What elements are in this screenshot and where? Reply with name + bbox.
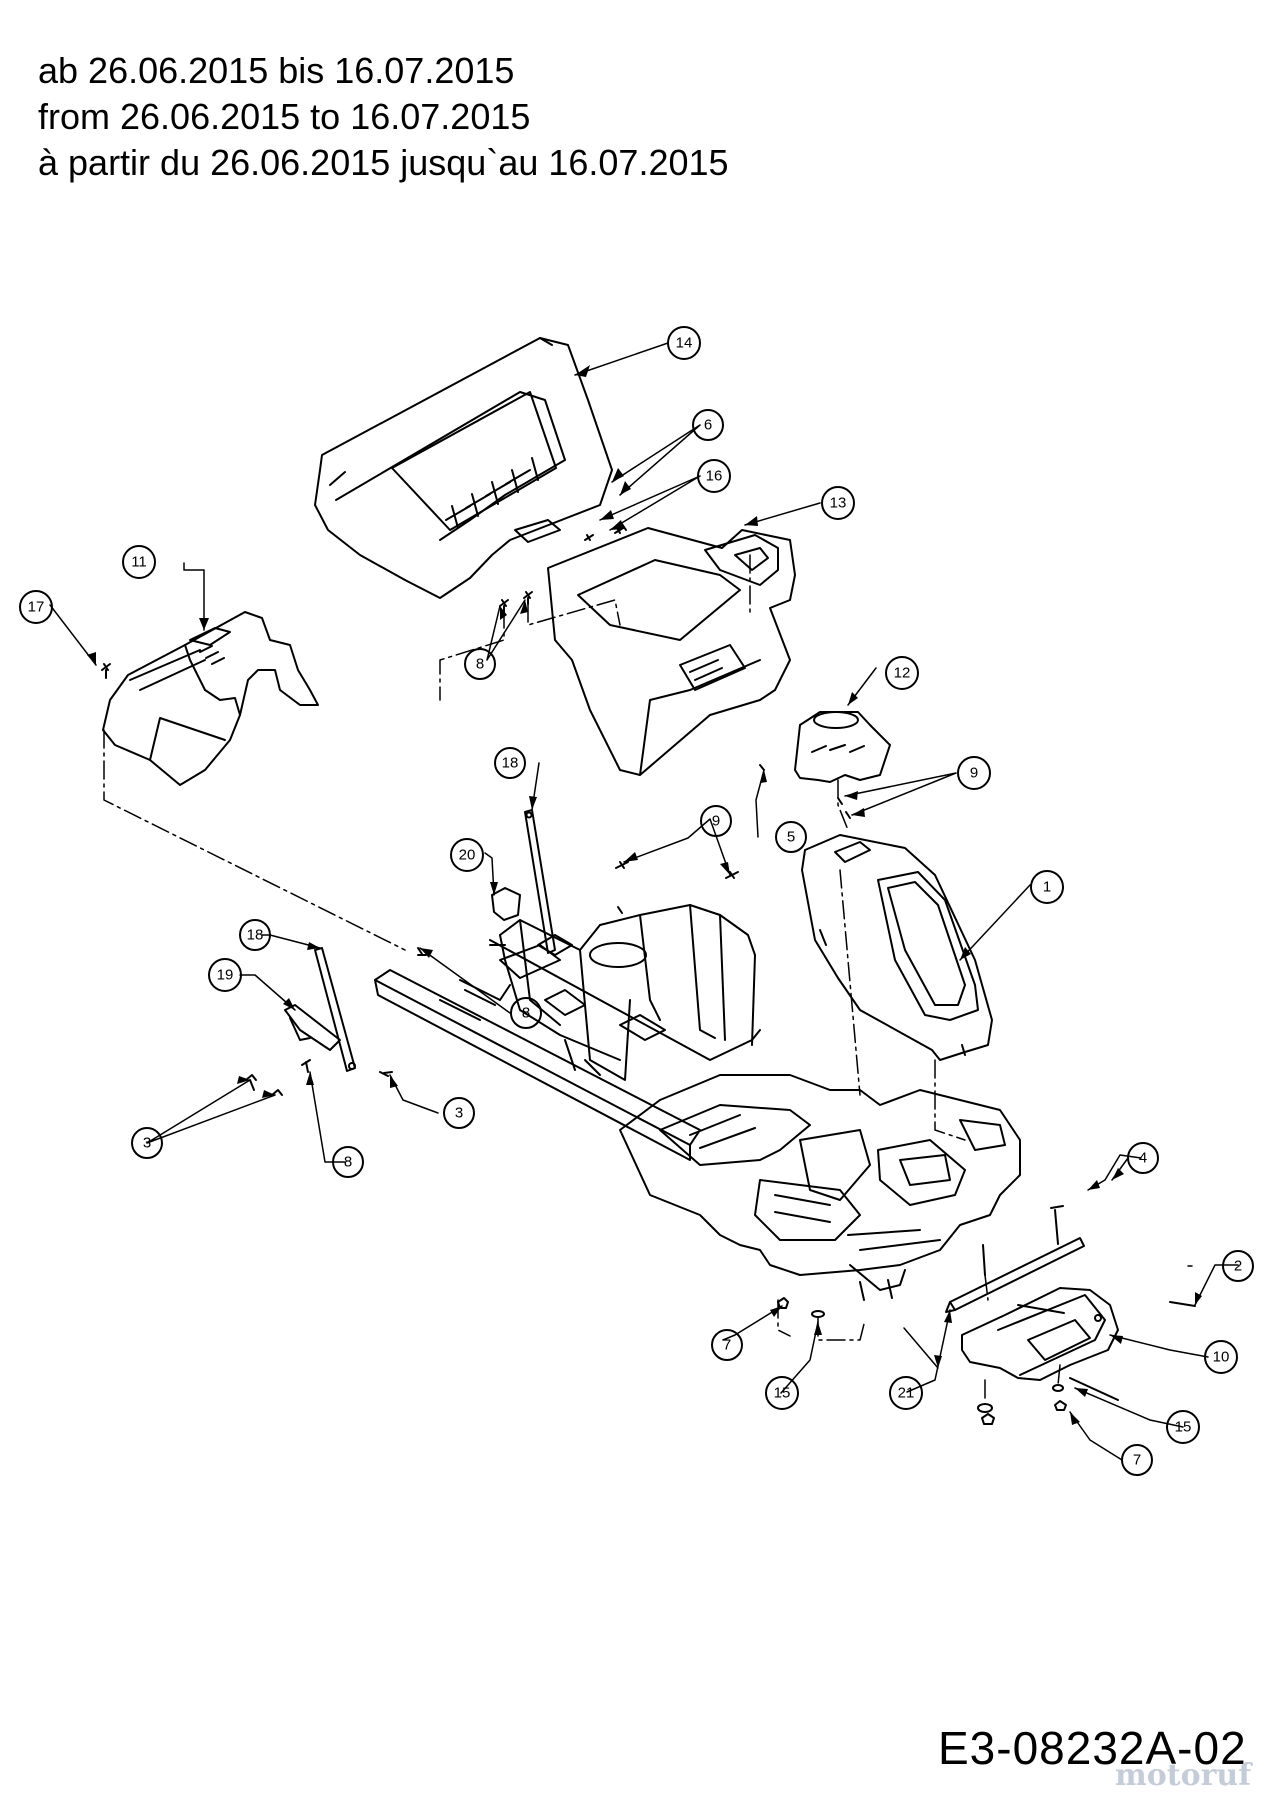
callout-8-center: 8	[510, 997, 542, 1029]
part-support-rod-upper	[524, 809, 556, 954]
part-left-fender	[102, 611, 319, 786]
svg-text:18: 18	[247, 927, 264, 944]
callouts: 14 6 16 13 8 11 17 12 5 9 1 18 9 20 18 1…	[19, 326, 1254, 1476]
callout-12: 12	[885, 656, 919, 690]
svg-text:6: 6	[704, 417, 712, 434]
callout-18-lower: 18	[239, 919, 271, 951]
part-front-bumper	[961, 1287, 1119, 1381]
svg-text:3: 3	[455, 1105, 463, 1122]
callout-21: 21	[889, 1376, 923, 1410]
callout-15-right: 15	[1166, 1410, 1200, 1444]
svg-text:20: 20	[459, 847, 476, 864]
part-steering-cover	[794, 711, 891, 783]
svg-text:15: 15	[1175, 1419, 1192, 1436]
callout-7-right: 7	[1121, 1444, 1153, 1476]
callout-20: 20	[450, 838, 484, 872]
part-floor-pan	[619, 1074, 1021, 1301]
part-bumper-bracket	[945, 1237, 1085, 1313]
date-range-german: ab 26.06.2015 bis 16.07.2015	[38, 50, 515, 91]
svg-text:18: 18	[502, 755, 519, 772]
callout-18-upper: 18	[494, 747, 526, 779]
svg-text:14: 14	[676, 335, 693, 352]
watermark-logo: motoruf	[1115, 1758, 1252, 1793]
callout-9-center: 9	[700, 805, 732, 837]
callout-15-left: 15	[765, 1376, 799, 1410]
svg-text:21: 21	[898, 1385, 915, 1402]
callout-1: 1	[1030, 870, 1064, 904]
svg-text:7: 7	[1133, 1452, 1141, 1469]
date-range-french: à partir du 26.06.2015 jusqu`au 16.07.20…	[38, 142, 729, 183]
callout-leaders	[49, 342, 1239, 1461]
part-support-rod-lower	[314, 947, 356, 1072]
callout-7-left: 7	[711, 1329, 743, 1361]
callout-9-right: 9	[957, 756, 991, 790]
callout-8-bottom: 8	[332, 1146, 364, 1178]
callout-3-left: 3	[131, 1127, 163, 1159]
part-mounting-bracket	[284, 1004, 341, 1051]
part-frame-chassis	[374, 904, 761, 1161]
svg-text:3: 3	[143, 1135, 151, 1152]
svg-text:16: 16	[706, 468, 723, 485]
svg-text:8: 8	[476, 656, 484, 673]
callout-arrowheads	[87, 365, 1202, 1425]
callout-11: 11	[122, 545, 156, 579]
svg-text:4: 4	[1139, 1150, 1147, 1167]
callout-6: 6	[692, 409, 724, 441]
callout-5: 5	[775, 821, 807, 853]
svg-text:11: 11	[131, 554, 147, 571]
svg-text:5: 5	[787, 829, 795, 846]
part-rear-body-panel	[314, 337, 613, 599]
svg-text:9: 9	[712, 813, 720, 830]
callout-8-top: 8	[464, 648, 496, 680]
svg-text:19: 19	[217, 967, 234, 984]
diagram-header: ab 26.06.2015 bis 16.07.2015 from 26.06.…	[38, 48, 729, 186]
svg-text:10: 10	[1213, 1349, 1230, 1366]
callout-16: 16	[697, 459, 731, 493]
svg-text:2: 2	[1234, 1258, 1242, 1275]
svg-text:9: 9	[970, 765, 978, 782]
svg-text:17: 17	[28, 599, 45, 616]
callout-4: 4	[1127, 1142, 1159, 1174]
svg-text:1: 1	[1043, 879, 1051, 896]
svg-text:8: 8	[522, 1005, 530, 1022]
callout-19: 19	[208, 958, 242, 992]
svg-text:15: 15	[774, 1385, 791, 1402]
svg-text:13: 13	[830, 495, 847, 512]
callout-10: 10	[1204, 1340, 1238, 1374]
callout-14: 14	[667, 326, 701, 360]
part-frame-hook	[491, 887, 521, 921]
part-dashboard-console	[547, 527, 796, 776]
callout-17: 17	[19, 590, 53, 624]
part-hood-cover	[801, 834, 993, 1061]
part-bolts-and-pins	[982, 1205, 1196, 1401]
callout-3-center: 3	[443, 1097, 475, 1129]
date-range-english: from 26.06.2015 to 16.07.2015	[38, 96, 531, 137]
callout-2: 2	[1222, 1250, 1254, 1282]
svg-text:8: 8	[344, 1154, 352, 1171]
diagram-code: E3-08232A-02	[938, 1722, 1247, 1774]
callout-13: 13	[821, 486, 855, 520]
fasteners	[101, 523, 1067, 1425]
svg-text:12: 12	[894, 665, 911, 682]
svg-text:7: 7	[723, 1337, 731, 1354]
